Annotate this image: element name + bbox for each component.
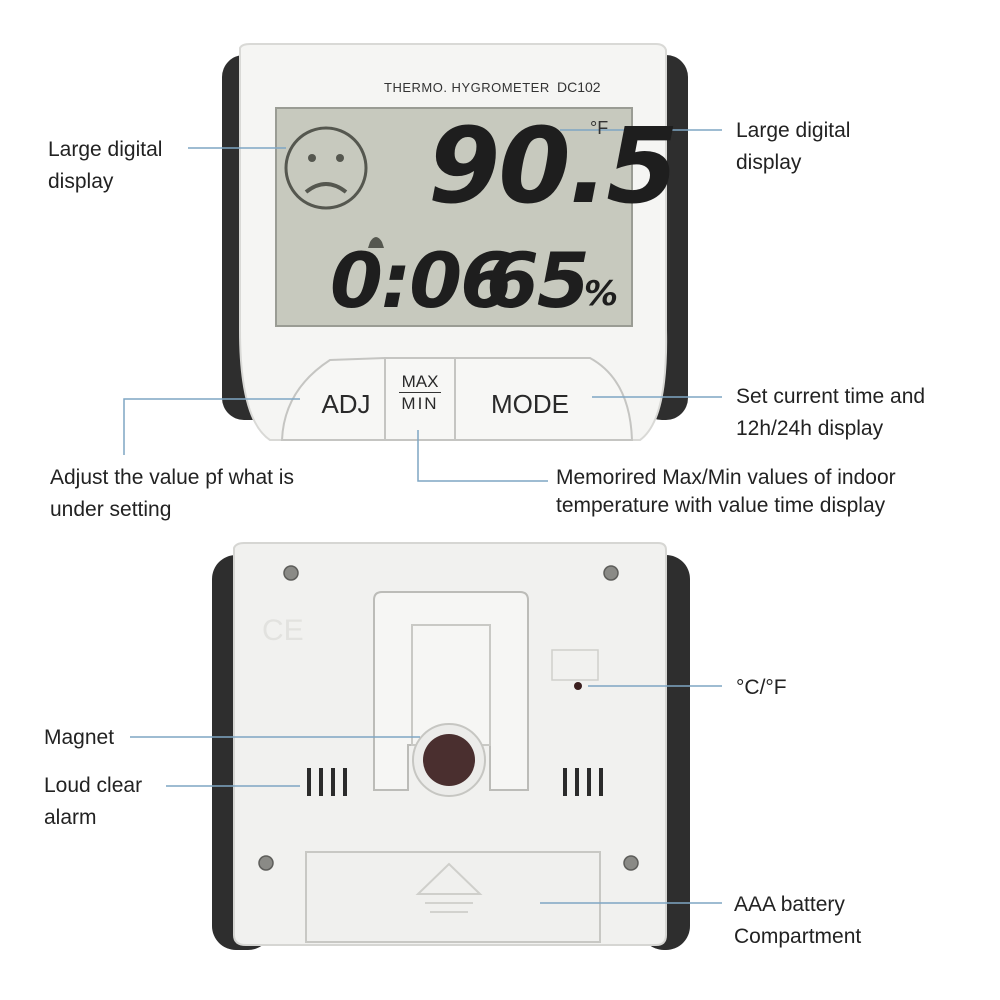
alarm-bell-icon [368,237,384,248]
callout-left-display: Large digital display [48,138,163,193]
unit-switch [574,682,582,690]
time-readout: 0:06 [330,236,513,325]
humidity-unit: % [584,274,618,314]
min-label: MIN [401,394,439,413]
maxmin-button[interactable]: MAX MIN [385,372,455,415]
unit-switch-frame [551,649,599,681]
speaker-grille-right [563,768,603,796]
magnet-icon [423,734,475,786]
lcd-screen [275,107,633,327]
adj-button[interactable]: ADJ [321,389,371,419]
humidity-readout: 65 [486,236,590,325]
screw-icon [283,565,299,581]
callout-maxmin: Memorired Max/Min values of indoor tempe… [556,466,896,517]
callout-line-maxmin [417,430,548,482]
callout-line-adj [123,398,300,455]
arrow-up-icon [415,862,483,895]
mode-button[interactable]: MODE [491,389,569,419]
device-brand-line: THERMO. HYGROMETER [384,80,550,95]
callout-unit: °C/°F [736,676,787,699]
callout-battery: AAA battery Compartment [734,893,862,948]
sad-face-icon [284,126,368,210]
callout-mode: Set current time and 12h/24h display [736,385,926,440]
mode-button-shape [454,357,634,441]
callout-alarm: Loud clear alarm [44,774,143,829]
max-label: MAX [399,372,441,393]
temperature-readout: 90.5 [428,105,679,227]
screw-icon [603,565,619,581]
callout-adj: Adjust the value pf what is under settin… [50,466,294,521]
screw-icon [623,855,639,871]
maxmin-button-shape [384,357,456,441]
callout-magnet: Magnet [44,726,115,749]
ce-mark: CE [262,614,304,647]
adj-button-shape [280,356,386,441]
speaker-grille-left [307,768,347,796]
screw-icon [258,855,274,871]
callout-right-display: Large digital display [736,119,851,174]
device-model: DC102 [557,79,601,95]
battery-compartment [305,851,601,943]
temperature-unit: °F [590,118,609,138]
